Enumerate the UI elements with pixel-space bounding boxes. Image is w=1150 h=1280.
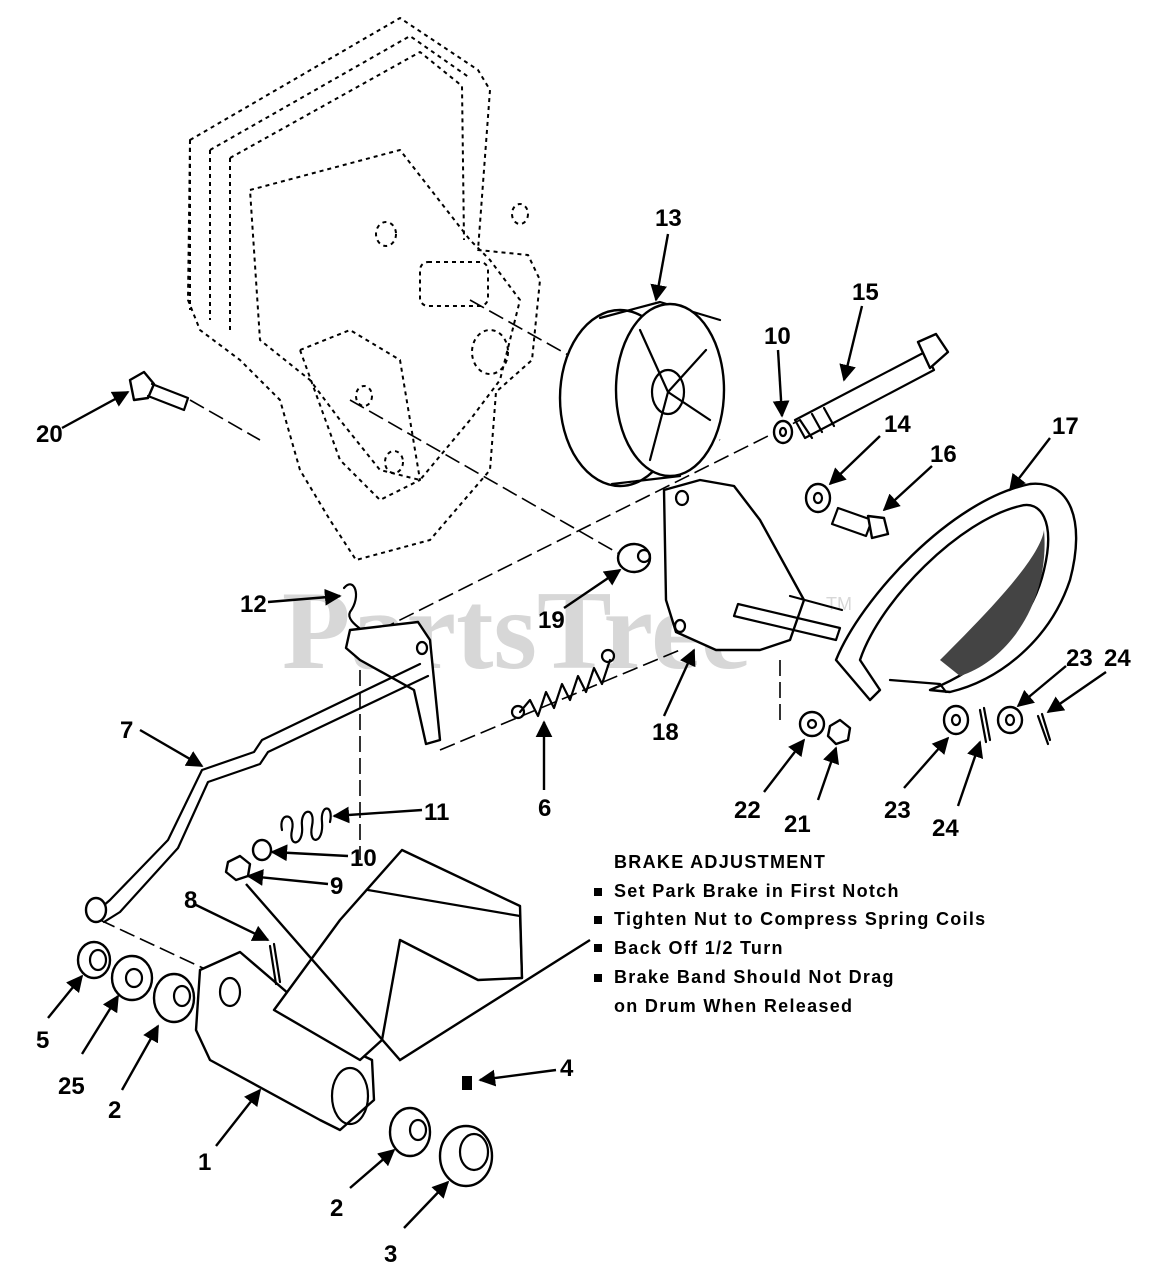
washer-23-left (942, 704, 970, 736)
washer-22 (798, 710, 826, 738)
callout-14: 14 (884, 411, 911, 438)
callout-2-right: 2 (330, 1195, 343, 1222)
callout-11: 11 (424, 799, 449, 826)
spring-6 (510, 648, 616, 720)
callout-10-top: 10 (764, 323, 791, 350)
brake-step-4-cont: on Drum When Released (614, 996, 853, 1016)
callout-7: 7 (120, 717, 133, 744)
callout-9: 9 (330, 873, 343, 900)
brake-step-2: Tighten Nut to Compress Spring Coils (614, 909, 986, 929)
brake-rod-7 (84, 662, 430, 924)
cotter-pin-8 (268, 942, 282, 986)
washer-10-lower (251, 838, 273, 862)
cotter-pin-24-right (1036, 712, 1052, 746)
brake-pedal-1 (194, 848, 524, 1132)
callout-3: 3 (384, 1241, 397, 1268)
bushing-5 (76, 940, 112, 980)
washer-14 (804, 482, 832, 514)
callout-20: 20 (36, 421, 63, 448)
callout-numbers: 13 15 10 14 16 17 20 12 19 18 6 7 11 10 … (36, 205, 1131, 1268)
bullet-1 (594, 888, 602, 896)
collar-3 (438, 1124, 494, 1188)
lock-washer-10-top (772, 419, 794, 445)
brake-step-3: Back Off 1/2 Turn (614, 938, 784, 958)
callout-12: 12 (240, 591, 267, 618)
bolt-20 (128, 370, 190, 412)
brake-step-4: Brake Band Should Not Drag (614, 967, 895, 987)
callout-5: 5 (36, 1027, 49, 1054)
bullet-2 (594, 916, 602, 924)
callout-15: 15 (852, 279, 879, 306)
cotter-pin-24-left (978, 706, 992, 744)
bracket-18 (662, 478, 844, 652)
hair-clip-12 (342, 583, 366, 634)
callout-25: 25 (58, 1073, 85, 1100)
brake-adjustment-note: BRAKE ADJUSTMENT Set Park Brake in First… (594, 852, 986, 1016)
brake-step-1: Set Park Brake in First Notch (614, 881, 900, 901)
bolt-16 (830, 506, 890, 540)
callout-arrows (47, 233, 1107, 1229)
callout-16: 16 (930, 441, 957, 468)
callout-22: 22 (734, 797, 761, 824)
nut-9 (224, 854, 252, 882)
callout-19: 19 (538, 607, 565, 634)
brake-arm (344, 620, 442, 746)
callout-2-left: 2 (108, 1097, 121, 1124)
nut-21 (826, 718, 852, 746)
bushing-2-left (152, 972, 196, 1024)
callout-24-right: 24 (1104, 645, 1131, 672)
bushing-2-right (388, 1106, 432, 1158)
callout-18: 18 (652, 719, 679, 746)
callout-6: 6 (538, 795, 551, 822)
callout-21: 21 (784, 811, 811, 838)
callout-1: 1 (198, 1149, 211, 1176)
bolt-15 (793, 332, 950, 440)
callout-4: 4 (560, 1055, 574, 1082)
spring-11 (280, 807, 332, 844)
washer-23-right (996, 705, 1024, 735)
bullet-4 (594, 974, 602, 982)
set-screw-4 (462, 1076, 472, 1090)
callout-23-right: 23 (1066, 645, 1093, 672)
bushing-19 (616, 542, 652, 574)
washer-25 (110, 954, 154, 1002)
callout-17: 17 (1052, 413, 1079, 440)
callout-23-left: 23 (884, 797, 911, 824)
watermark-tm: TM (826, 594, 852, 614)
callout-8: 8 (184, 887, 197, 914)
transmission-housing (187, 17, 541, 561)
bullet-3 (594, 944, 602, 952)
callout-13: 13 (655, 205, 682, 232)
brake-drum (558, 300, 726, 488)
callout-24-left: 24 (932, 815, 959, 842)
callout-10-lower: 10 (350, 845, 377, 872)
brake-adjustment-title: BRAKE ADJUSTMENT (614, 852, 826, 872)
